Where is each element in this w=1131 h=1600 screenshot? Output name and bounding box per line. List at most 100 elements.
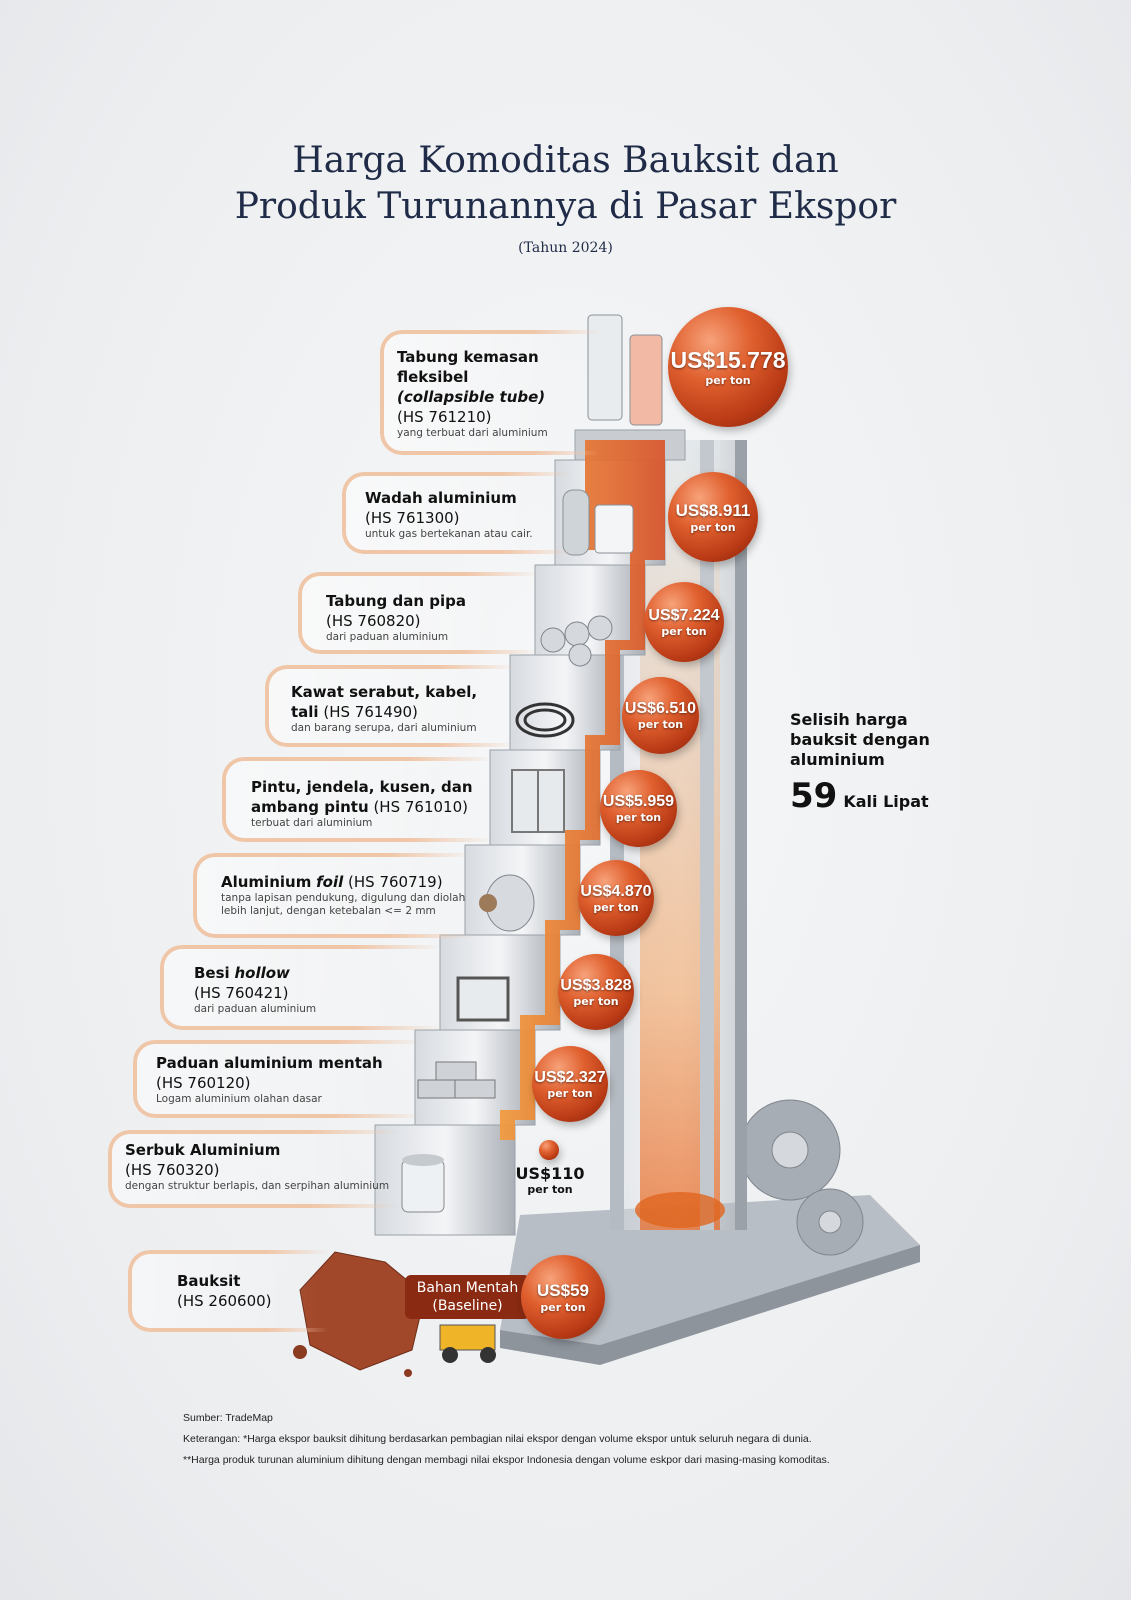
price-value: US$15.778 — [670, 347, 786, 373]
title-line-1: Harga Komoditas Bauksit dan — [292, 140, 839, 181]
item-aluminium-powder: Serbuk Aluminium (HS 760320) dengan stru… — [125, 1140, 389, 1193]
item-hs-code: (HS 760120) — [156, 1074, 251, 1092]
price-unit: per ton — [527, 1183, 573, 1196]
item-name: Tabung dan pipa — [326, 592, 466, 610]
price-value: US$4.870 — [580, 882, 652, 900]
label-frame — [222, 757, 492, 842]
label-frame — [133, 1040, 423, 1118]
item-aluminium-container: Wadah aluminium (HS 761300) untuk gas be… — [365, 488, 533, 541]
item-hs-code: (HS 760820) — [326, 612, 421, 630]
item-name: Wadah aluminium — [365, 489, 517, 507]
comparison-value: 59 Kali Lipat — [790, 776, 929, 816]
label-frame — [193, 853, 473, 938]
price-value: US$8.911 — [675, 500, 751, 520]
item-name: Paduan aluminium mentah — [156, 1054, 383, 1072]
item-doors-windows: Pintu, jendela, kusen, dan ambang pintu … — [251, 777, 481, 830]
item-description: dari paduan aluminium — [194, 1003, 317, 1015]
pipes-icon — [540, 615, 613, 667]
item-raw-alloy: Paduan aluminium mentah (HS 760120) Loga… — [156, 1053, 383, 1106]
item-wire-cable: Kawat serabut, kabel, tali (HS 761490) d… — [291, 682, 491, 735]
title-line-2: Produk Turunannya di Pasar Ekspor — [234, 186, 897, 227]
price-value: US$6.510 — [624, 700, 697, 717]
price-unit: per ton — [661, 624, 707, 638]
comparison-suffix: Kali Lipat — [843, 792, 929, 811]
item-description: dan barang serupa, dari aluminium — [291, 722, 477, 734]
item-name: Aluminium — [221, 873, 312, 891]
price-value: US$2.327 — [534, 1068, 606, 1086]
item-collapsible-tube: Tabung kemasan fleksibel (collapsible tu… — [397, 347, 557, 440]
price-unit: per ton — [690, 520, 736, 534]
footer-source: Sumber: TradeMap — [183, 1412, 273, 1424]
item-hs-code: (HS 761210) — [397, 408, 492, 426]
item-hs-code: (HS 761490) — [323, 703, 418, 721]
bauxite-rock-icon — [293, 1251, 426, 1377]
hollow-bar-icon — [456, 976, 510, 1022]
dump-truck-icon — [439, 1324, 496, 1363]
price-value: US$7.224 — [648, 606, 720, 624]
price-dot — [539, 1140, 559, 1160]
powder-jar-icon — [401, 1154, 445, 1213]
comparison-number: 59 — [790, 776, 838, 816]
item-name-italic: (collapsible tube) — [397, 388, 546, 406]
item-name: Tabung kemasan fleksibel — [397, 348, 539, 386]
item-description: dengan struktur berlapis, dan serpihan a… — [125, 1180, 390, 1192]
price-unit: per ton — [637, 718, 684, 731]
price-unit: per ton — [705, 374, 751, 387]
footer-note-1: Keterangan: *Harga ekspor bauksit dihitu… — [183, 1433, 812, 1445]
cable-coil-icon — [515, 702, 575, 738]
item-tubes-pipes: Tabung dan pipa (HS 760820) dari paduan … — [326, 591, 466, 644]
price-value: US$110 — [515, 1164, 585, 1183]
item-hs-code: (HS 761300) — [365, 509, 460, 527]
item-name-italic: hollow — [234, 964, 290, 982]
item-name: Pintu, jendela, kusen, dan ambang pintu — [251, 778, 473, 816]
item-hs-code: (HS 760421) — [194, 984, 289, 1002]
jerrycan-icon — [594, 504, 634, 554]
subtitle-year: (Tahun 2024) — [518, 240, 613, 256]
price-value: US$5.959 — [602, 793, 675, 810]
item-name: Kawat serabut, kabel, tali — [291, 683, 478, 721]
item-bauxite: Bauksit (HS 260600) — [177, 1271, 272, 1311]
item-hs-code: (HS 760719) — [348, 873, 443, 891]
label-frame — [108, 1130, 398, 1208]
comparison-label: Selisih harga bauksit dengan aluminium — [790, 710, 930, 769]
item-name: Bauksit — [177, 1272, 241, 1290]
foil-roll-icon — [479, 874, 535, 932]
item-description: untuk gas bertekanan atau cair. — [365, 528, 533, 540]
price-value: US$3.828 — [560, 976, 632, 994]
label-frame — [128, 1250, 328, 1332]
item-hs-code: (HS 760320) — [125, 1161, 220, 1179]
item-name: Serbuk Aluminium — [125, 1141, 281, 1159]
item-description: yang terbuat dari aluminium — [397, 427, 548, 439]
price-unit: per ton — [615, 811, 662, 824]
item-hs-code: (HS 761010) — [373, 798, 468, 816]
price-unit: per ton — [573, 994, 619, 1008]
window-frame-icon — [511, 769, 565, 833]
item-hs-code: (HS 260600) — [177, 1292, 272, 1310]
baseline-tag: Bahan Mentah (Baseline) — [405, 1275, 530, 1319]
item-description: tanpa lapisan pendukung, digulung dan di… — [221, 892, 466, 917]
item-description: dari paduan aluminium — [326, 631, 449, 643]
label-frame — [342, 472, 572, 554]
label-frame — [160, 945, 440, 1030]
hot-path — [500, 440, 665, 1140]
item-name-italic: foil — [316, 873, 344, 891]
label-frame — [298, 572, 538, 654]
item-name: Besi — [194, 964, 230, 982]
footer-note-2: **Harga produk turunan aluminium dihitun… — [183, 1454, 830, 1466]
label-frame — [265, 665, 515, 747]
label-frame — [380, 330, 600, 455]
price-unit: per ton — [593, 900, 639, 914]
ingot-icon — [417, 1061, 496, 1099]
item-description: terbuat dari aluminium — [251, 817, 373, 829]
item-hollow-bar: Besi hollow (HS 760421) dari paduan alum… — [194, 963, 316, 1016]
